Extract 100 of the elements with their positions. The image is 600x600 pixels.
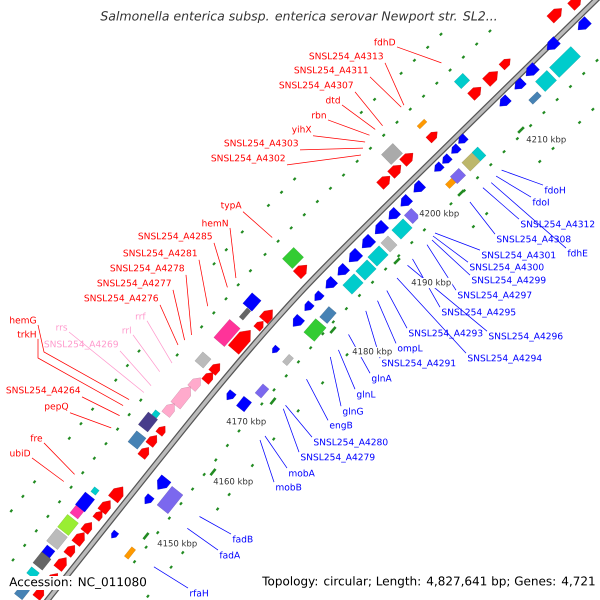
- leader-line: [186, 274, 192, 336]
- leader-line: [186, 528, 218, 550]
- leader-line: [38, 338, 124, 406]
- gene-label: SNSL254_A4299: [472, 276, 546, 286]
- accession-label: Accession: NC_011080: [8, 576, 148, 590]
- gene-label: SNSL254_A4281: [123, 250, 197, 258]
- scale-label: 4190 kbp: [410, 278, 452, 288]
- leader-line: [38, 324, 130, 400]
- leader-line: [32, 458, 64, 482]
- leader-line: [396, 278, 466, 354]
- leader-line: [501, 170, 544, 186]
- leader-line: [396, 46, 442, 64]
- scale-label: 4200 kbp: [418, 208, 460, 220]
- leader-line: [432, 236, 468, 263]
- gene-label: SNSL254_A4307: [279, 82, 353, 90]
- gene-label: ompL: [398, 344, 423, 354]
- gene-label: SNSL254_A4311: [294, 66, 368, 76]
- leader-line: [282, 408, 300, 453]
- gene-label: rrl: [122, 326, 131, 334]
- gene-label: fadB: [232, 535, 253, 543]
- leader-line: [154, 566, 188, 588]
- leader-line: [70, 412, 112, 428]
- leader-line: [242, 211, 273, 238]
- leader-line: [82, 396, 120, 416]
- gene-label: dtd: [326, 96, 340, 104]
- gene-label: SNSL254_A4300: [470, 264, 544, 272]
- scale-label: 4180 kbp: [351, 346, 394, 358]
- leader-line: [214, 242, 228, 288]
- leader-line: [328, 120, 370, 136]
- gene-label: SNSL254_A4276: [84, 294, 158, 304]
- leader-line: [68, 332, 144, 393]
- leader-line: [377, 300, 396, 344]
- leader-line: [199, 516, 232, 534]
- gene-label: fdhE: [568, 249, 588, 257]
- gene-label: rrf: [136, 312, 146, 320]
- leader-line: [230, 228, 236, 278]
- leader-line: [434, 232, 480, 251]
- leader-line: [146, 320, 172, 364]
- leader-line: [426, 244, 456, 291]
- gene-label: hemN: [202, 219, 228, 227]
- gene-label: SNSL254_A4296: [489, 332, 563, 342]
- leader-line: [386, 290, 408, 329]
- leader-line: [354, 91, 383, 126]
- summary-label: Topology: circular; Length: 4,827,641 bp; Genes: 4,721: [261, 575, 597, 589]
- gene-label: hemG: [10, 316, 36, 324]
- leader-line: [264, 436, 288, 468]
- gene-label: SNSL254_A4294: [468, 354, 542, 364]
- gene-label: fdoH: [544, 186, 565, 194]
- gene-label: SNSL254_A4303: [224, 140, 298, 148]
- gene-label: mobA: [289, 469, 315, 477]
- leader-line: [260, 440, 274, 482]
- leader-line: [172, 289, 185, 340]
- scale-label: 4210 kbp: [525, 134, 568, 146]
- gene-label: typA: [220, 202, 242, 210]
- leader-line: [432, 240, 470, 276]
- gene-label: SNSL254_A4277: [97, 280, 171, 288]
- gene-label: SNSL254_A4301: [482, 252, 556, 260]
- leader-line: [490, 182, 566, 248]
- leader-line: [330, 356, 342, 407]
- leader-line: [306, 378, 328, 421]
- leader-line: [44, 442, 75, 475]
- scale-label: 4170 kbp: [225, 416, 268, 428]
- gene-label: engB: [330, 422, 352, 430]
- gene-label: mobB: [276, 483, 302, 491]
- gene-label: fadA: [220, 551, 240, 559]
- leader-line: [300, 148, 364, 150]
- scale-label: 4160 kbp: [212, 476, 254, 488]
- gene-label: glnL: [356, 390, 376, 400]
- leader-line: [470, 202, 496, 235]
- leader-line: [342, 104, 376, 130]
- gene-label: fdoI: [532, 198, 549, 206]
- gene-label: fdhD: [374, 38, 396, 46]
- gene-label: SNSL254_A4297: [458, 292, 532, 300]
- leader-line: [120, 350, 152, 386]
- gene-label: glnG: [342, 408, 363, 416]
- gene-label: ubiD: [10, 449, 30, 457]
- gene-label: rrs: [56, 325, 68, 331]
- leader-line: [132, 334, 160, 372]
- gene-label: SNSL254_A4313: [309, 52, 383, 62]
- leader-line: [496, 176, 532, 198]
- gene-label: fre: [30, 434, 42, 442]
- leader-line: [338, 350, 356, 390]
- gene-label: SNSL254_A4278: [110, 264, 184, 274]
- leader-line: [482, 187, 520, 220]
- gene-label: SNSL254_A4302: [211, 154, 285, 164]
- leader-line: [370, 76, 402, 108]
- gene-label: rfaH: [190, 589, 208, 597]
- gene-label: SNSL254_A4279: [301, 454, 374, 462]
- gene-label: SNSL254_A4280: [314, 438, 388, 448]
- map-title: Salmonella enterica subsp. enterica serovar Newport str. SL2...: [100, 10, 496, 24]
- leader-line: [286, 154, 362, 166]
- leader-line: [160, 304, 178, 346]
- leader-line: [198, 259, 208, 307]
- gene-label: trkH: [17, 330, 36, 338]
- leader-line: [312, 135, 366, 142]
- gene-label: SNSL254_A4291: [382, 360, 456, 368]
- gene-label: glnA: [372, 374, 392, 384]
- leader-line: [384, 62, 404, 106]
- gene-label: yihX: [292, 126, 312, 134]
- gene-label: rbn: [312, 111, 326, 119]
